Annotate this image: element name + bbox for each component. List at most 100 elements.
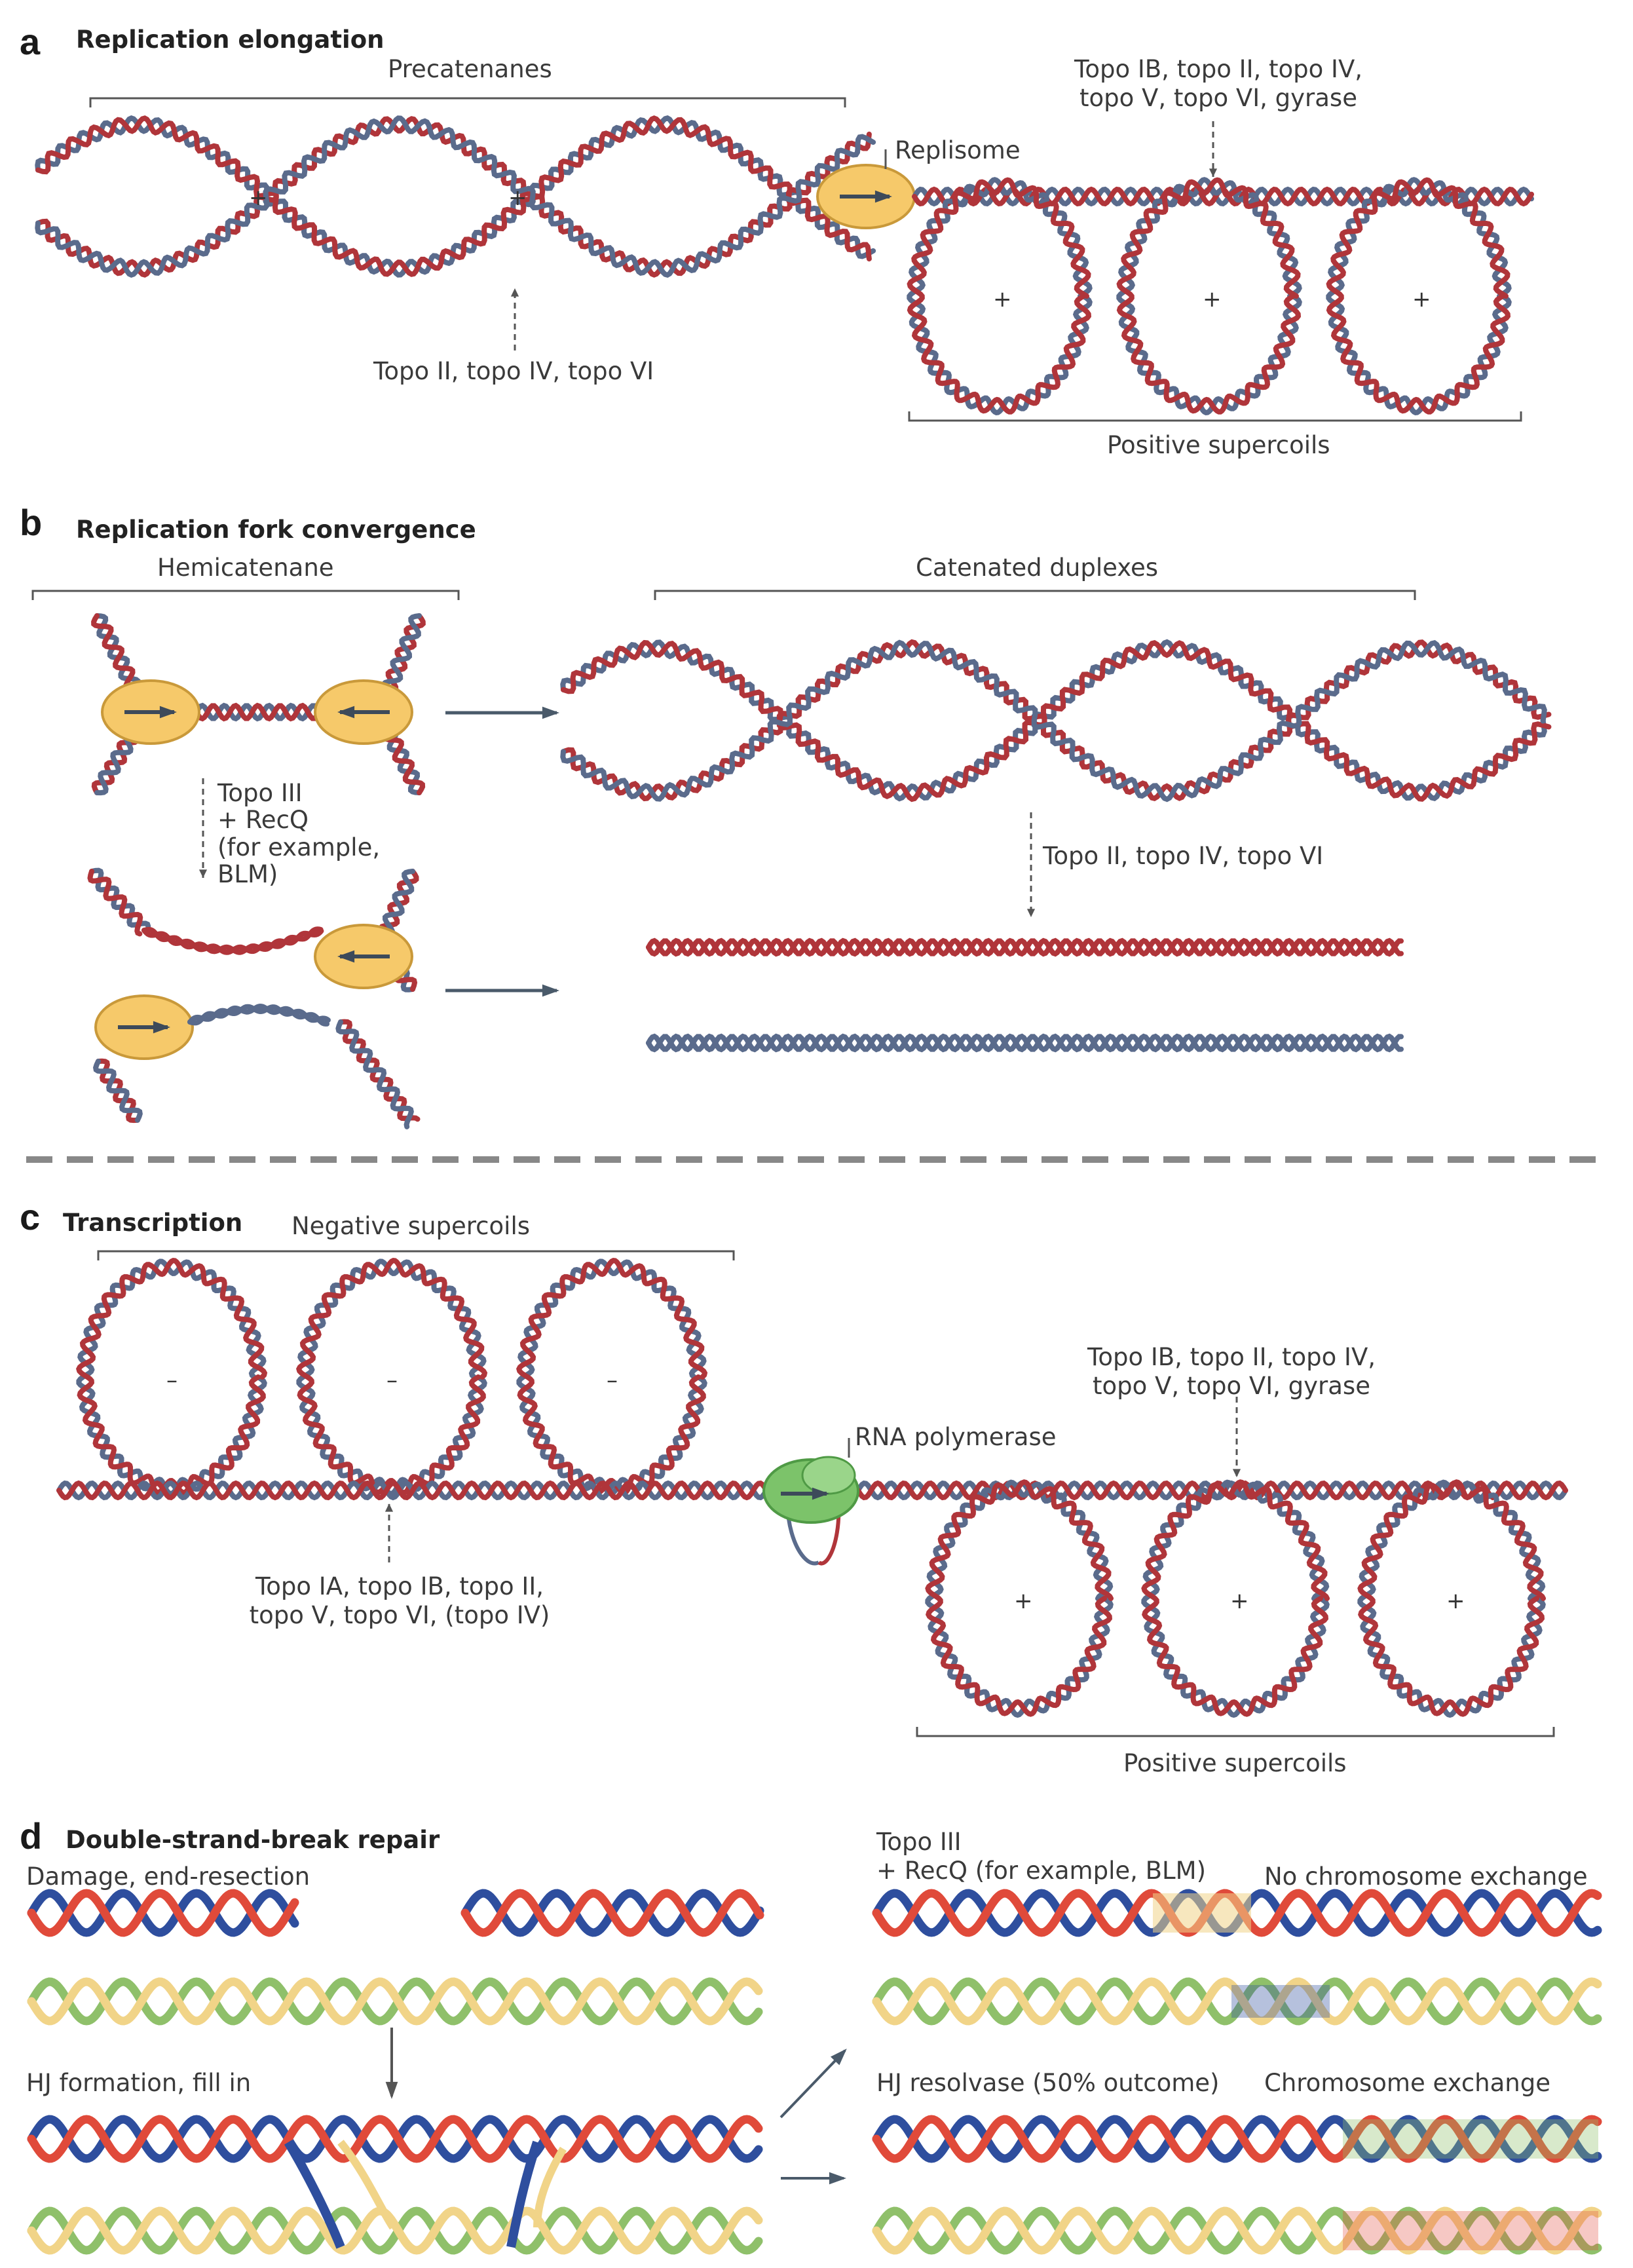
rna-polymerase-label: RNA polymerase — [855, 1423, 1057, 1451]
panel-c-enzymes-right: Topo IB, topo II, topo IV, topo V, topo … — [1087, 1343, 1376, 1401]
positive-supercoil-loop-strand — [1326, 177, 1511, 415]
panel-b-topo3-line3: (for example, — [217, 833, 381, 861]
crossover-tract — [1343, 2211, 1598, 2250]
panel-c-enzyme-arrow-right-head — [1232, 1469, 1241, 1477]
hj-top-duplex-strand — [27, 2115, 763, 2163]
plus-sign: + — [508, 185, 527, 211]
replisome-left-resolved-direction-arrow-head — [153, 1021, 170, 1034]
resolved-arm-strand — [338, 1019, 421, 1122]
daughter-duplex-blue-strand — [646, 1033, 1404, 1053]
panel-d-letter: d — [20, 1815, 43, 1857]
catenated-upper-strand — [560, 639, 1547, 802]
panel-c-enzymes-left-line2: topo V, topo VI, (topo IV) — [249, 1601, 550, 1630]
plus-sign: + — [1203, 286, 1222, 312]
negative-supercoils-bracket — [97, 1250, 735, 1260]
holliday-junction-strand — [337, 2140, 397, 2230]
plus-sign: + — [1412, 286, 1431, 312]
panel-a-enzyme-arrow-bottom-head — [510, 288, 519, 297]
no-exchange-duplex-2-strand — [872, 1977, 1602, 2026]
positive-supercoil-loop-strand — [1357, 1479, 1546, 1717]
daughter-duplex-blue-strand — [646, 1033, 1404, 1053]
panel-c-letter: c — [20, 1196, 41, 1238]
single-strand-blue-strand — [187, 1003, 330, 1027]
single-strand-red-strand — [141, 926, 324, 955]
panel-b-title: Replication fork convergence — [76, 516, 476, 544]
plus-sign: + — [993, 286, 1012, 312]
replisome-left-direction-arrow-head — [159, 706, 177, 719]
catenated-lower-strand — [561, 639, 1552, 802]
catenated-duplexes-label: Catenated duplexes — [916, 554, 1159, 582]
panel-a-letter: a — [20, 21, 41, 62]
panel-c-positive-supercoils-label: Positive supercoils — [1123, 1749, 1347, 1777]
exchange-duplex-1-strand — [872, 2115, 1602, 2163]
panel-b-topo3-line4: BLM) — [217, 860, 278, 889]
exchange-label: Chromosome exchange — [1264, 2069, 1551, 2097]
positive-supercoil-loop-strand — [925, 1479, 1114, 1718]
minus-sign: – — [607, 1367, 618, 1393]
outcome-arrow-up-head — [830, 2049, 847, 2066]
hj-formation-arrow-head — [385, 2081, 398, 2099]
heteroduplex-tract — [1153, 1893, 1251, 1933]
panel-d-topo3-line2: + RecQ (for example, BLM) — [876, 1857, 1207, 1885]
outcome-arrow-right-head — [829, 2172, 846, 2185]
panel-b-enzyme-arrow-head — [1026, 909, 1036, 917]
panel-b-enzymes: Topo II, topo IV, topo VI — [1043, 842, 1324, 870]
plus-sign: + — [249, 185, 268, 211]
precatenane-upper-strand — [35, 115, 876, 278]
hemicatenane-bracket — [31, 590, 460, 600]
panel-c-title: Transcription — [63, 1209, 243, 1237]
hemicatenane-arm-strand — [381, 613, 422, 698]
outcome-arrow-up — [779, 2049, 846, 2119]
panel-b-topo3-arrow-head — [198, 869, 208, 878]
convergence-arrow-head — [542, 706, 559, 719]
hemicatenane-arm-strand — [94, 613, 141, 700]
precatenanes-label: Precatenanes — [388, 55, 552, 83]
negative-supercoil-loop-strand — [296, 1257, 488, 1496]
parental-duplex-a-strand — [912, 186, 1534, 207]
panel-d-topo3-line1: Topo III — [876, 1828, 962, 1856]
positive-supercoil-loop-strand — [1326, 177, 1512, 416]
minus-sign: – — [166, 1367, 178, 1393]
panel-c-enzymes-left-line1: Topo IA, topo IB, topo II, — [255, 1572, 544, 1600]
precatenane-lower-strand — [35, 115, 876, 278]
negative-supercoil-loop-strand — [516, 1257, 708, 1496]
panel-a-enzymes-top-line2: topo V, topo VI, gyrase — [1079, 84, 1357, 113]
panel-c-enzymes-right-line1: Topo IB, topo II, topo IV, — [1087, 1343, 1376, 1371]
broken-duplex-right-strand — [460, 1889, 764, 1937]
rna-polymerase-lobe — [801, 1456, 856, 1495]
separation-arrow-head — [542, 984, 559, 997]
hj-top-duplex-strand — [27, 2115, 763, 2163]
replisome-right-resolved-direction-arrow-head — [337, 950, 355, 963]
positive-supercoil-loop-strand — [1116, 177, 1301, 415]
panel-a-enzymes-top-line1: Topo IB, topo II, topo IV, — [1074, 55, 1363, 83]
positive-supercoil-loop-strand — [1141, 1479, 1330, 1717]
precatenanes-bracket — [89, 97, 846, 107]
catenated-duplexes-bracket — [654, 590, 1416, 600]
panel-b-letter: b — [20, 502, 43, 543]
panel-a-enzymes-bottom: Topo II, topo IV, topo VI — [373, 357, 654, 385]
no-exchange-duplex-2-strand — [872, 1977, 1602, 2026]
resolved-arm-strand — [92, 1059, 143, 1123]
damage-label: Damage, end-resection — [26, 1862, 310, 1891]
plus-sign: + — [1446, 1588, 1465, 1614]
positive-supercoil-loop-strand — [907, 177, 1091, 415]
hemicatenane-centre-strand — [194, 702, 323, 722]
positive-supercoils-bracket-a — [908, 411, 1522, 422]
panel-c-enzyme-arrow-left-head — [385, 1503, 394, 1512]
positive-supercoil-loop-strand — [1116, 177, 1302, 416]
hj-resolvase-label: HJ resolvase (50% outcome) — [876, 2069, 1220, 2097]
holliday-junction-strand — [284, 2140, 345, 2249]
daughter-duplex-red-strand — [646, 937, 1404, 957]
minus-sign: – — [386, 1367, 398, 1393]
exchange-duplex-2-strand — [872, 2206, 1602, 2255]
plus-sign: + — [1230, 1588, 1249, 1614]
panel-b-topo3-line1: Topo III — [217, 779, 303, 807]
rna-polymerase-direction-arrow-head — [812, 1487, 829, 1500]
replisome-direction-arrow-head — [874, 190, 892, 203]
hemicatenane-label: Hemicatenane — [157, 554, 334, 582]
positive-supercoil-loop-strand — [1141, 1479, 1330, 1718]
template-duplex-left-strand — [56, 1480, 769, 1501]
plus-sign: + — [1014, 1588, 1033, 1614]
panel-a-positive-supercoils-label: Positive supercoils — [1107, 431, 1330, 459]
